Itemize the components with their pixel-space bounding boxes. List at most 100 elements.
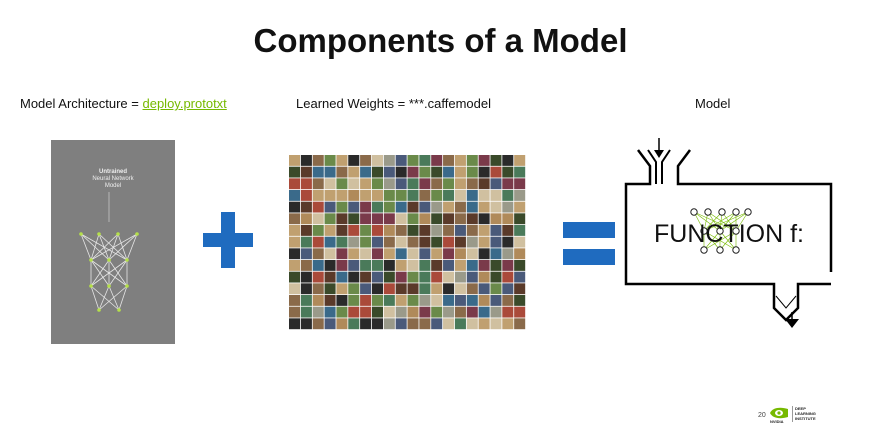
weight-tile <box>419 295 431 306</box>
weight-tile <box>466 201 478 213</box>
weight-tile <box>490 201 502 213</box>
weight-tile <box>395 178 407 190</box>
weight-tile <box>395 155 407 166</box>
weight-tile <box>312 166 324 178</box>
function-network-node <box>718 208 726 216</box>
weight-tile <box>502 306 514 318</box>
network-edge <box>90 259 110 287</box>
weight-tile <box>395 318 407 330</box>
weight-tile <box>360 155 372 166</box>
weight-tile <box>360 166 372 178</box>
weight-tile <box>478 260 490 271</box>
weight-tile <box>407 271 419 283</box>
weight-tile <box>360 271 372 283</box>
weight-tile <box>289 295 301 306</box>
weight-tile <box>300 306 312 318</box>
weight-tile <box>395 306 407 318</box>
function-network-node <box>744 208 752 216</box>
weight-tile <box>454 213 466 225</box>
weight-tile <box>502 283 514 295</box>
weight-tile <box>336 190 348 201</box>
weight-tile <box>383 260 395 271</box>
weight-tile <box>466 248 478 260</box>
weight-tile <box>360 260 372 271</box>
footer-divider <box>792 406 793 422</box>
weight-tile <box>407 248 419 260</box>
weight-tile <box>431 283 443 295</box>
weight-tile <box>407 155 419 166</box>
deploy-prototxt-link[interactable]: deploy.prototxt <box>142 96 227 111</box>
weight-tile <box>478 271 490 283</box>
weight-tile <box>514 295 526 306</box>
weight-tile <box>419 248 431 260</box>
panel-line-1: Neural Network <box>92 176 134 182</box>
weight-tile <box>466 271 478 283</box>
function-network-edge <box>707 211 721 232</box>
weight-tile <box>466 225 478 236</box>
weight-tile <box>407 225 419 236</box>
network-node <box>97 308 101 312</box>
weight-tile <box>371 166 383 178</box>
weight-tile <box>395 236 407 248</box>
weight-tile <box>289 155 301 166</box>
weight-tile <box>490 178 502 190</box>
weight-tile <box>348 201 360 213</box>
weight-tile <box>360 225 372 236</box>
weight-tile <box>289 213 301 225</box>
function-network-edge <box>703 230 737 251</box>
network-edge <box>98 285 128 311</box>
function-network-edge <box>693 211 737 232</box>
weight-tile <box>431 178 443 190</box>
function-network-node <box>704 208 712 216</box>
weight-tile <box>360 283 372 295</box>
weight-tile <box>431 260 443 271</box>
weight-tile <box>478 236 490 248</box>
weight-tile <box>490 248 502 260</box>
weight-tile <box>419 155 431 166</box>
weight-tile <box>514 201 526 213</box>
weight-tile <box>514 213 526 225</box>
weight-tile <box>312 271 324 283</box>
weight-tile <box>454 271 466 283</box>
weight-tile <box>383 283 395 295</box>
network-edge <box>90 233 138 261</box>
weight-tile <box>348 213 360 225</box>
weight-tile <box>312 201 324 213</box>
weight-tile <box>383 225 395 236</box>
weight-tile <box>431 248 443 260</box>
weight-tile <box>348 248 360 260</box>
weight-tile <box>443 190 455 201</box>
weight-tile <box>443 271 455 283</box>
function-network-edge <box>721 211 737 232</box>
weight-tile <box>348 318 360 330</box>
weight-tile <box>371 306 383 318</box>
weight-tile <box>514 271 526 283</box>
network-node <box>107 258 111 262</box>
weight-tile <box>383 190 395 201</box>
panel-line-2: Model <box>104 183 122 189</box>
weight-tile <box>324 283 336 295</box>
weight-tile <box>395 190 407 201</box>
network-node <box>89 284 93 288</box>
weight-tile <box>490 271 502 283</box>
network-diagram <box>79 192 139 312</box>
weight-tile <box>383 201 395 213</box>
weight-tile <box>324 260 336 271</box>
weight-tile <box>383 213 395 225</box>
function-network-node <box>690 208 698 216</box>
weight-tile <box>324 306 336 318</box>
weight-tile <box>383 248 395 260</box>
weight-tile <box>419 225 431 236</box>
weight-tile <box>478 178 490 190</box>
architecture-label-prefix: Model Architecture = <box>20 96 143 111</box>
weight-tile <box>336 155 348 166</box>
weight-tile <box>431 236 443 248</box>
weight-tile <box>443 283 455 295</box>
weight-tile <box>395 201 407 213</box>
weight-tile <box>502 236 514 248</box>
weight-tile <box>502 201 514 213</box>
weight-tile <box>431 201 443 213</box>
weight-tile <box>514 178 526 190</box>
weight-tile <box>466 306 478 318</box>
weight-tile <box>289 271 301 283</box>
